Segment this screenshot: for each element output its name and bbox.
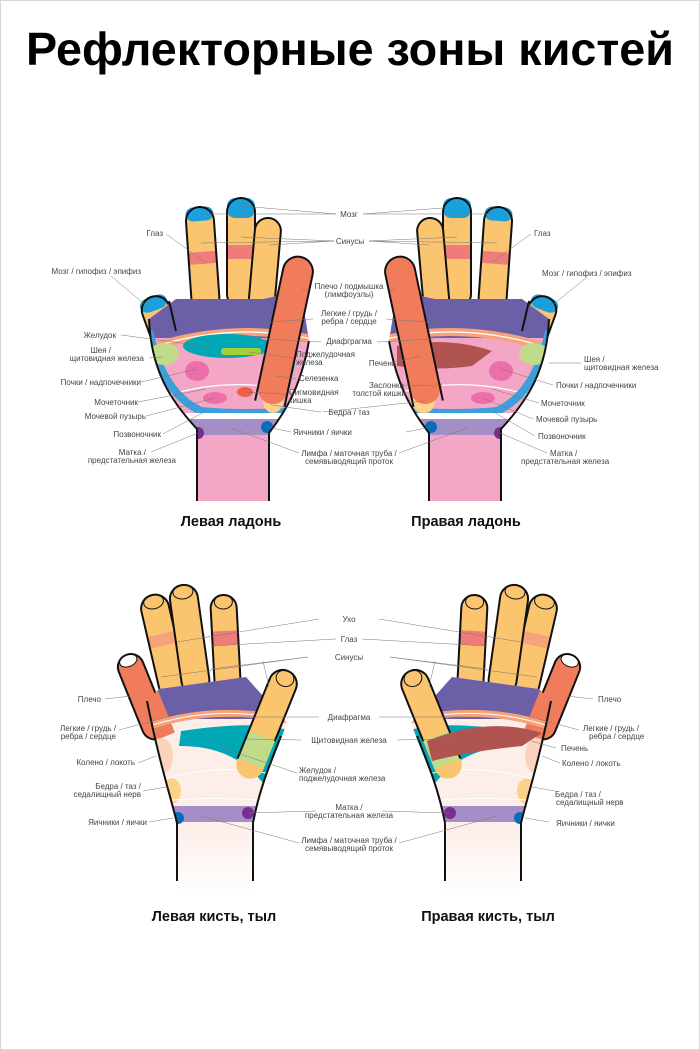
left-palm-labels: Мозг Глаз Синусы Мозг / гипофиз / эпифиз… (51, 210, 397, 466)
label-sinuses: Синусы (336, 237, 365, 246)
label-hips-right: Бедра / таз / (555, 790, 602, 799)
page-title: Рефлекторные зоны кистей (26, 23, 674, 75)
caption-left-palm: Левая ладонь (181, 514, 282, 530)
back-leader-lines (104, 618, 594, 844)
label-kidneys: Почки / надпочечники (556, 381, 636, 390)
right-palm (377, 198, 560, 501)
label-valve: Заслонка (369, 381, 405, 390)
label-lungs-right: Легкие / грудь / (583, 724, 640, 733)
label-spine: Позвоночник (538, 432, 586, 441)
label-pancreas: Поджелудочная (296, 350, 355, 359)
label-lungs: Легкие / грудь / (321, 309, 378, 318)
label-uterus-2: предстательная железа (521, 457, 610, 466)
label-lungs-2: ребра / сердце (321, 317, 377, 326)
label-hips-right-2: седалищный нерв (556, 798, 624, 807)
label-ureter: Мочеточник (94, 398, 138, 407)
label-shoulder-2: (лимфоузлы) (325, 290, 374, 299)
caption-right-back: Правая кисть, тыл (421, 909, 555, 925)
label-diaphragm: Диафграгма (326, 337, 372, 346)
label-shoulder-right: Плечо (598, 695, 622, 704)
label-brain: Мозг (340, 210, 358, 219)
label-lymph: Лимфа / маточная труба / (301, 449, 397, 458)
right-palm-labels: Глаз Мозг / гипофиз / эпифиз Печень Засл… (352, 229, 659, 466)
label-lymph-2: семявыводящий проток (305, 457, 394, 466)
label-uterus: Матка / (335, 803, 363, 812)
label-pituitary: Мозг / гипофиз / эпифиз (542, 269, 632, 278)
label-uterus-2: предстательная железа (305, 811, 394, 820)
label-bladder: Мочевой пузырь (85, 412, 146, 421)
label-liver: Печень (561, 744, 588, 753)
label-uterus-2: предстательная железа (88, 456, 177, 465)
label-stomach: Желудок / (299, 766, 337, 775)
label-diaphragm: Диафрагма (328, 713, 371, 722)
label-eye: Глаз (341, 635, 358, 644)
label-liver: Печень (369, 359, 396, 368)
label-eye: Глаз (534, 229, 551, 238)
label-ear: Ухо (342, 615, 356, 624)
label-knee-right: Колено / локоть (562, 759, 621, 768)
right-back-hand (397, 583, 584, 896)
label-sigmoid: Сигмовидная (289, 388, 339, 397)
label-uterus: Матка / (119, 448, 147, 457)
caption-right-palm: Правая ладонь (411, 514, 521, 530)
label-thyroid: Щитовидная железа (311, 736, 387, 745)
label-knee-left: Колено / локоть (77, 758, 136, 767)
leader-lines (110, 205, 588, 454)
back-labels: Ухо Глаз Синусы Плечо Плечо Диафрагма Ле… (60, 615, 645, 853)
label-lungs-right-2: ребра / сердце (589, 732, 645, 741)
label-neck: Шея / (584, 355, 605, 364)
label-valve-2: толстой кишки (352, 389, 406, 398)
label-lymph-2: семявыводящий проток (305, 844, 394, 853)
label-shoulder: Плечо / подмышка (315, 282, 385, 291)
label-sinuses: Синусы (335, 653, 364, 662)
label-pituitary: Мозг / гипофиз / эпифиз (51, 267, 141, 276)
left-thumb (254, 255, 314, 408)
label-ovaries-left: Яичники / яички (88, 818, 147, 827)
label-kidneys: Почки / надпочечники (61, 378, 141, 387)
label-ureter: Мочеточник (541, 399, 585, 408)
label-sigmoid-2: кишка (289, 396, 312, 405)
label-stomach-2: поджелудочная железа (299, 774, 386, 783)
label-hips-left: Бедра / таз / (95, 782, 142, 791)
label-neck-2: щитовидная железа (70, 354, 145, 363)
label-shoulder-left: Плечо (78, 695, 102, 704)
label-lungs-left: Легкие / грудь / (60, 724, 117, 733)
label-ovaries-right: Яичники / яички (556, 819, 615, 828)
label-neck: Шея / (90, 346, 111, 355)
label-ovaries: Яичники / яички (293, 428, 352, 437)
label-neck-2: щитовидная железа (584, 363, 659, 372)
caption-left-back: Левая кисть, тыл (152, 909, 277, 925)
label-eye: Глаз (146, 229, 163, 238)
label-hips: Бедра / таз (328, 408, 370, 417)
label-stomach: Желудок (84, 331, 117, 340)
label-pancreas-2: железа (296, 358, 323, 367)
label-bladder: Мочевой пузырь (536, 415, 597, 424)
label-spleen: Селезенка (299, 374, 339, 383)
label-lungs-left-2: ребра / сердце (61, 732, 117, 741)
label-lymph: Лимфа / маточная труба / (301, 836, 397, 845)
label-spine: Позвоночник (113, 430, 161, 439)
label-hips-left-2: седалищный нерв (73, 790, 141, 799)
label-uterus: Матка / (550, 449, 578, 458)
